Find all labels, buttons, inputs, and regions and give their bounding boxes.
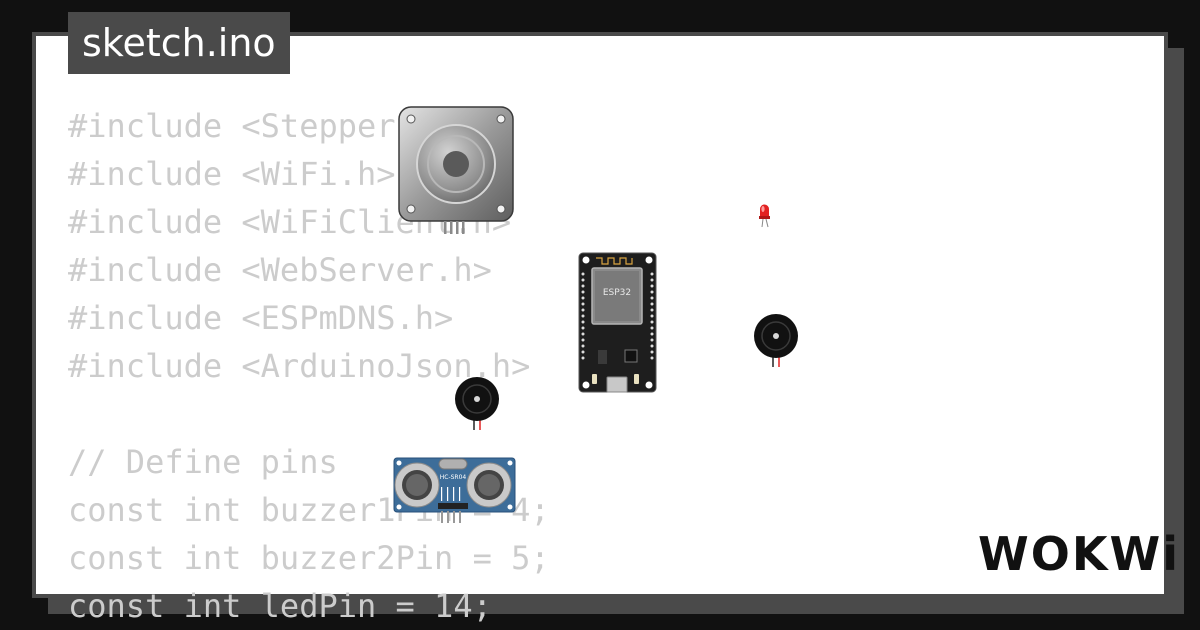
buzzer [455, 377, 499, 430]
wokwi-logo-text: WOKWi [978, 527, 1180, 581]
code-line: const int ledPin = 14; [68, 587, 492, 625]
code-line: #include <WebServer.h> [68, 251, 492, 289]
esp32-board: ESP32 [578, 252, 657, 393]
ultrasonic-sensor: HC-SR04 [393, 457, 516, 523]
buzzer [754, 314, 798, 367]
ultrasonic-label: HC-SR04 [440, 474, 467, 481]
code-line: #include <WiFi.h> [68, 155, 396, 193]
code-line: const int buzzer2Pin = 5; [68, 539, 550, 577]
esp32-chip-label: ESP32 [603, 288, 631, 298]
stepper-motor [398, 106, 514, 234]
code-line: // Define pins [68, 443, 338, 481]
red-led [759, 204, 770, 228]
code-line: #include <ESPmDNS.h> [68, 299, 454, 337]
wokwi-logo: WOKWi [978, 527, 1178, 581]
file-tab: sketch.ino [68, 12, 290, 74]
